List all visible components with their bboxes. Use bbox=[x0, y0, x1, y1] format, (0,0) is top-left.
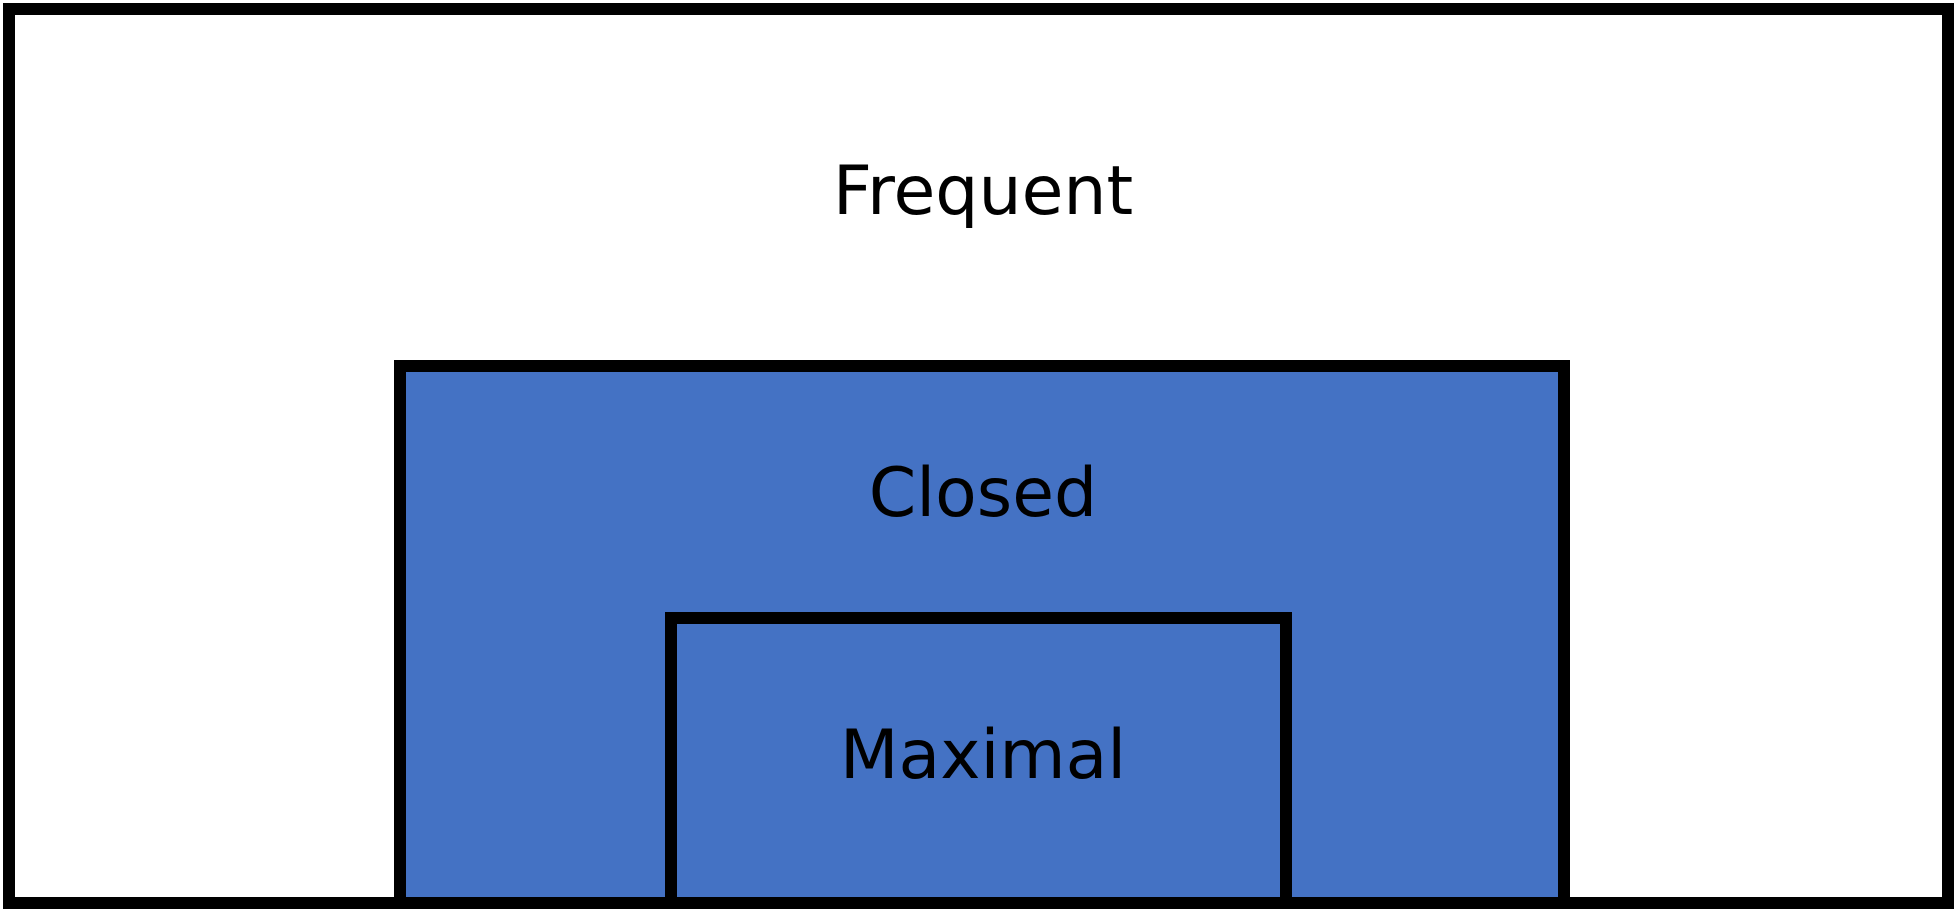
maximal-set-box bbox=[665, 612, 1292, 908]
frequent-set-label: Frequent bbox=[832, 152, 1134, 231]
closed-set-label: Closed bbox=[868, 454, 1098, 533]
maximal-set-label: Maximal bbox=[839, 716, 1127, 795]
diagram-bottom-border bbox=[3, 897, 1954, 909]
